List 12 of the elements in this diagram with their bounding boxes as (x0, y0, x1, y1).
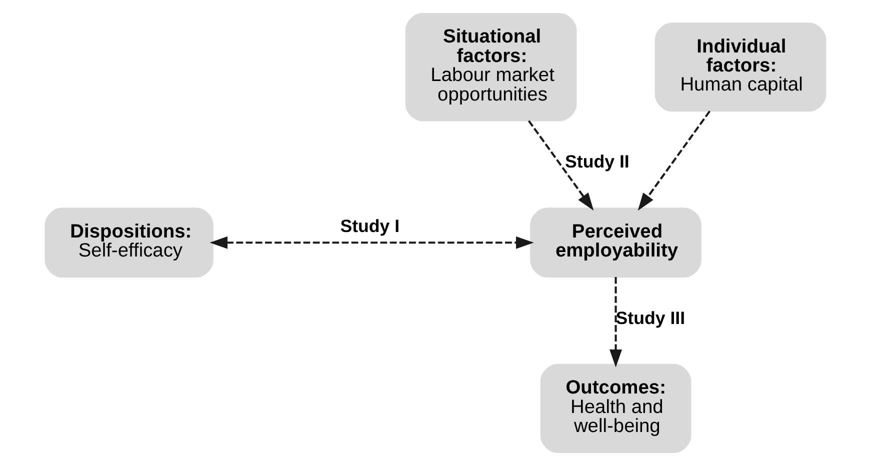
arrow (609, 276, 622, 368)
edge-label: Study II (564, 152, 629, 172)
arrow (209, 236, 534, 249)
edge-label: Study III (615, 308, 685, 328)
node-box: Dispositions: Self-efficacy (44, 208, 213, 278)
node-box: Situational factors: Labour market opportunities (404, 12, 576, 122)
node-box: Individual factors: Human capital (654, 22, 826, 112)
edge-label: Study I (340, 216, 400, 236)
arrow (527, 120, 594, 211)
node-box: Outcomes: Health and well-being (540, 364, 691, 454)
node-box: Perceived employability (530, 208, 701, 278)
arrow (637, 110, 710, 211)
